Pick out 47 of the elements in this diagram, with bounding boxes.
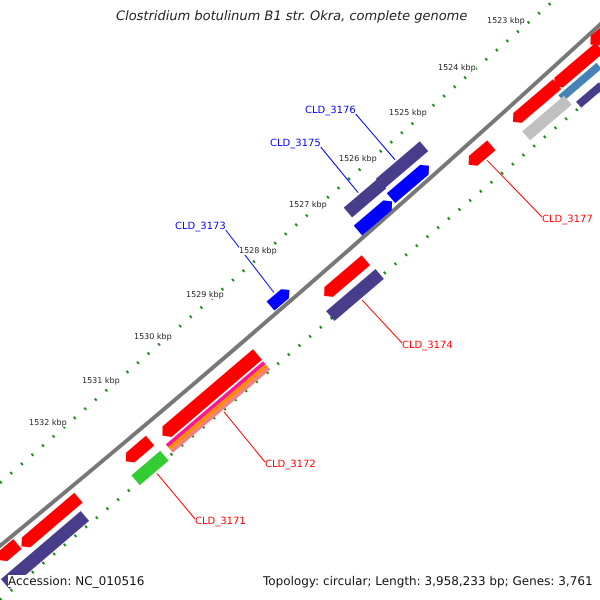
gene-bar: [558, 62, 600, 102]
gene-bar: [266, 289, 290, 311]
scale-label: 1531 kbp: [82, 377, 120, 385]
scale-label: 1523 kbp: [487, 17, 525, 25]
scale-label: 1525 kbp: [389, 109, 427, 117]
leader-line: [223, 411, 266, 462]
gene-bar: [162, 349, 262, 438]
leader-line: [156, 472, 196, 520]
gene-label: CLD_3172: [265, 460, 316, 470]
gene-bar: [166, 361, 270, 453]
scale-label: 1530 kbp: [134, 333, 172, 341]
title: Clostridium botulinum B1 str. Okra, complete genome: [116, 10, 468, 23]
gene-bar: [126, 436, 154, 462]
leader-line: [486, 160, 542, 218]
gene-bar: [324, 255, 370, 297]
leader-line: [355, 114, 396, 160]
gene-bar: [554, 42, 600, 88]
gene-bar: [386, 164, 429, 204]
gene-label: CLD_3173: [175, 222, 226, 232]
scale-label: 1527 kbp: [289, 201, 327, 209]
gene-label: CLD_3174: [402, 341, 453, 351]
gene-bar: [512, 79, 562, 123]
scale-label: 1526 kbp: [339, 155, 377, 163]
gene-label: CLD_3177: [542, 215, 593, 225]
gene-bar: [376, 141, 428, 189]
gene-bar: [590, 26, 600, 46]
gene-label: CLD_3171: [195, 517, 246, 527]
leader-line: [320, 146, 359, 194]
scale-label: 1532 kbp: [29, 419, 67, 427]
scale-label: 1529 kbp: [186, 291, 224, 299]
gene-bar: [354, 200, 392, 236]
gene-bar: [576, 82, 600, 108]
accession-text: Accession: NC_010516: [8, 575, 144, 587]
gene-label: CLD_3175: [270, 139, 321, 149]
gene-bar: [344, 178, 386, 218]
scale-label: 1524 kbp: [438, 64, 476, 72]
gene-bar: [522, 96, 572, 140]
leader-line: [225, 230, 274, 294]
gene-bar: [326, 268, 384, 322]
gene-bar: [0, 538, 22, 562]
scale-label: 1528 kbp: [239, 247, 277, 255]
gene-bar: [21, 492, 83, 548]
genome-summary: Topology: circular; Length: 3,958,233 bp; Genes: 3,761: [263, 575, 593, 587]
gene-bar: [131, 450, 169, 486]
leader-line: [362, 300, 402, 344]
gene-label: CLD_3176: [305, 106, 356, 116]
gene-bar: [468, 140, 496, 166]
